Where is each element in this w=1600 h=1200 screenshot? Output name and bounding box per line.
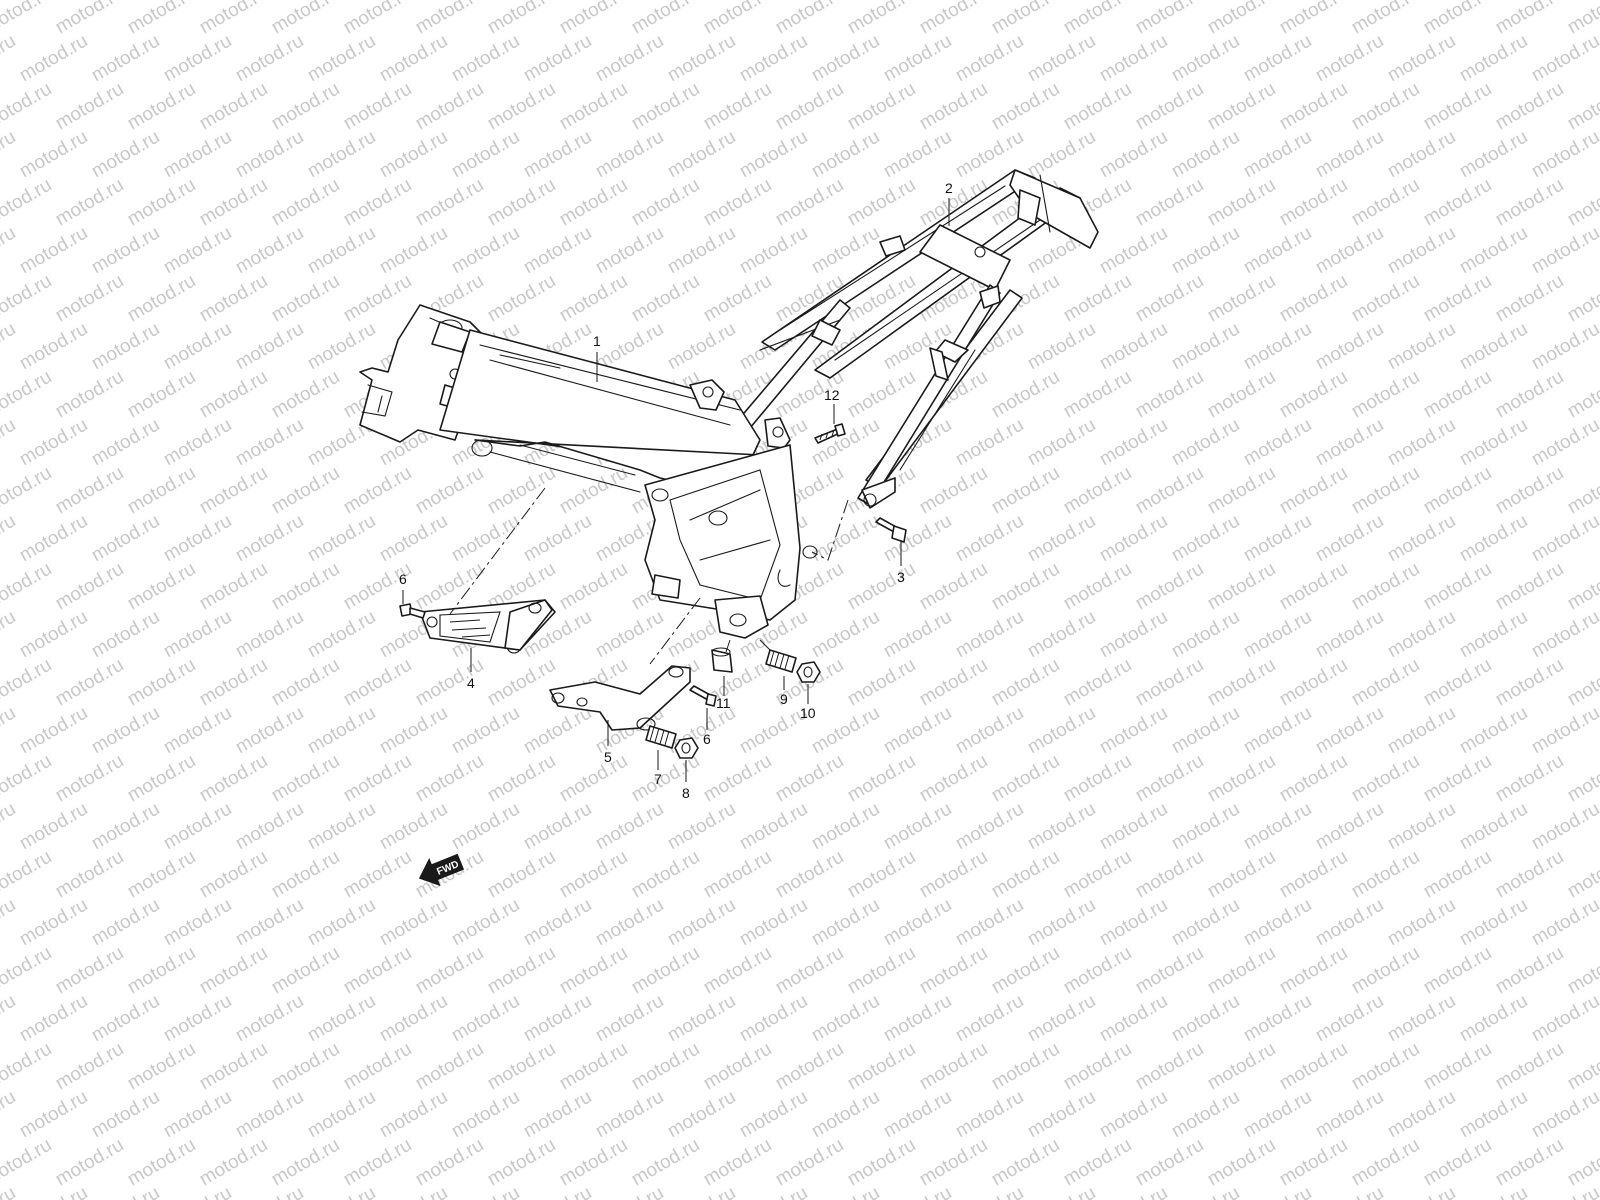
assembly-lines xyxy=(449,487,849,665)
callout-5: 5 xyxy=(604,749,612,765)
callout-6-left: 6 xyxy=(399,571,407,587)
callout-7: 7 xyxy=(654,771,662,787)
collar-11 xyxy=(711,647,733,673)
bolt-6-right xyxy=(689,685,717,707)
bolt-6-left xyxy=(399,603,426,619)
leader-lines xyxy=(402,198,950,782)
spring-7 xyxy=(645,725,677,749)
callout-3: 3 xyxy=(897,569,905,585)
spring-9 xyxy=(765,649,797,673)
callout-9: 9 xyxy=(780,691,788,707)
main-frame xyxy=(359,304,818,639)
nut-10 xyxy=(796,661,821,683)
callout-10: 10 xyxy=(800,705,816,721)
nut-8 xyxy=(674,737,699,759)
callout-12: 12 xyxy=(824,387,840,403)
fwd-arrow-icon: FWD xyxy=(418,853,465,887)
bolt-3 xyxy=(875,517,907,543)
callout-2: 2 xyxy=(945,180,953,196)
callout-8: 8 xyxy=(682,785,690,801)
footrest-bracket-right xyxy=(549,665,691,731)
bolt-12 xyxy=(814,423,846,444)
callout-4: 4 xyxy=(467,675,475,691)
callout-11: 11 xyxy=(716,695,731,711)
footrest-bracket-left xyxy=(419,599,556,654)
callout-1: 1 xyxy=(593,333,601,349)
callout-6-right: 6 xyxy=(703,731,711,747)
seat-rail-frame xyxy=(727,169,1099,509)
